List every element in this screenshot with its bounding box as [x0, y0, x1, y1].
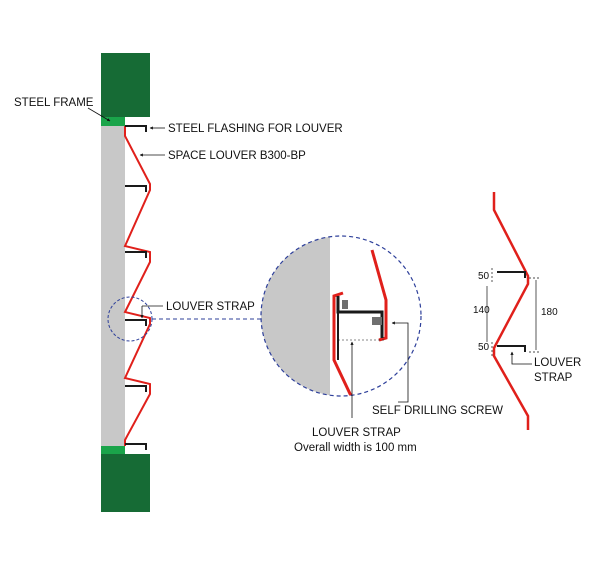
wall-panel	[101, 126, 125, 446]
louver-straps	[125, 125, 147, 450]
steel-frame-top	[101, 53, 150, 117]
profile-strap-bottom	[497, 345, 526, 352]
steel-frame-bottom-flange	[101, 446, 125, 454]
dim-middle-pitch: 140	[473, 305, 490, 316]
detail-wall-section	[261, 236, 330, 396]
louver-strap-label: LOUVER STRAP	[166, 301, 255, 313]
overall-width-label: Overall width is 100 mm	[294, 442, 417, 454]
profile-strap-leader	[510, 351, 532, 365]
space-louver-label: SPACE LOUVER B300-BP	[168, 150, 306, 162]
dim-overall-pitch: 180	[541, 307, 558, 318]
profile-louver	[492, 192, 530, 430]
detail-louver-upper	[370, 249, 388, 342]
screw-head	[372, 317, 382, 325]
self-drilling-screw-leader	[391, 321, 409, 403]
profile-strap-label-2: STRAP	[534, 372, 573, 384]
profile-strap-top	[497, 271, 526, 278]
profile-strap-label-1: LOUVER	[534, 357, 581, 369]
steel-frame-leader	[87, 107, 111, 122]
space-louver-profile	[123, 126, 151, 446]
detail-enlargement	[261, 236, 388, 396]
steel-frame-label: STEEL FRAME	[14, 97, 94, 109]
dim-bottom-gap: 50	[478, 342, 490, 353]
self-drilling-screw-label: SELF DRILLING SCREW	[372, 405, 503, 417]
detail-circle	[260, 235, 422, 397]
profile-dimension-lines	[486, 268, 540, 356]
steel-frame-top-flange	[101, 117, 125, 126]
screw-shank	[342, 300, 348, 309]
steel-flashing-label: STEEL FLASHING FOR LOUVER	[168, 123, 343, 135]
dim-top-gap: 50	[478, 271, 490, 282]
detail-louver-profile	[332, 291, 354, 396]
detail-strap-label: LOUVER STRAP	[312, 427, 401, 439]
steel-frame-bottom	[101, 454, 150, 512]
